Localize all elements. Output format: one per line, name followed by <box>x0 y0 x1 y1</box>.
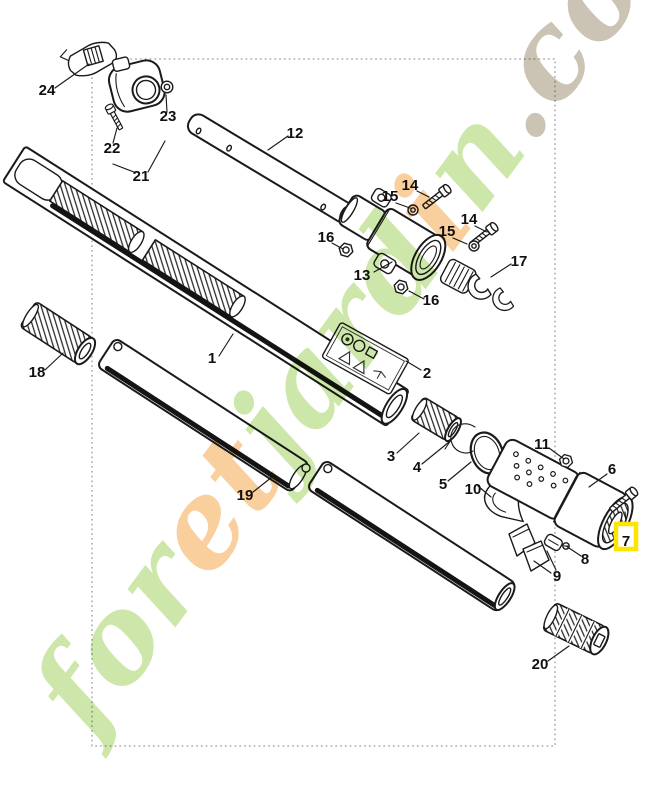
callout-6: 6 <box>608 461 616 478</box>
part-12-tube <box>186 113 355 224</box>
part-23-nut <box>160 80 174 94</box>
callout-7-highlighted[interactable]: 7 <box>622 533 630 550</box>
callout-17: 17 <box>511 253 528 270</box>
diagram-dotted-frame <box>91 58 556 747</box>
callout-15-b: 15 <box>439 223 456 240</box>
tube-joint-hook <box>301 463 311 473</box>
callout-14-a: 14 <box>402 177 419 194</box>
callout-16-a: 16 <box>318 229 335 246</box>
part-21-clamp-hub <box>107 56 166 113</box>
callout-4: 4 <box>413 459 422 476</box>
callouts: 24 22 23 21 12 14 15 14 15 16 13 16 17 1… <box>29 82 617 673</box>
callout-18: 18 <box>29 364 46 381</box>
callout-15-a: 15 <box>382 188 399 205</box>
callout-19: 19 <box>237 487 254 504</box>
watermark-text: foretjardin.com <box>0 0 652 762</box>
part-19-tube-a <box>98 339 309 492</box>
callout-2: 2 <box>423 365 431 382</box>
callout-13: 13 <box>354 267 371 284</box>
part-3-bearing <box>410 397 462 443</box>
callout-12: 12 <box>287 125 304 142</box>
part-18-plug <box>20 302 97 366</box>
callout-16-b: 16 <box>423 292 440 309</box>
callout-22: 22 <box>104 140 121 157</box>
callout-9: 9 <box>553 568 561 585</box>
callout-3: 3 <box>387 448 395 465</box>
part-9-clamp-halves <box>508 523 550 572</box>
callout-5: 5 <box>439 476 447 493</box>
part-17-clamp <box>439 258 515 312</box>
part-24-latch <box>59 41 118 77</box>
callout-20: 20 <box>532 656 549 673</box>
leader-lines <box>44 63 627 662</box>
part-19-tube-b <box>308 461 516 612</box>
callout-1: 1 <box>208 350 216 367</box>
highlight-box[interactable] <box>613 521 639 552</box>
callout-8: 8 <box>581 551 589 568</box>
part-20-plug <box>542 603 610 656</box>
callout-11: 11 <box>534 436 550 453</box>
parts-artwork <box>2 41 640 656</box>
callout-21: 21 <box>133 168 150 185</box>
part-13-coupling <box>338 187 447 281</box>
part-2-warning-sticker <box>321 322 409 395</box>
part-4-spring-clip <box>444 423 476 454</box>
highlighted-part-marker[interactable]: 7 <box>613 521 639 552</box>
callout-24: 24 <box>39 82 56 99</box>
part-8-clamp-piece <box>543 533 570 552</box>
callout-10: 10 <box>465 481 482 498</box>
callout-14-b: 14 <box>461 211 478 228</box>
part-1-drive-tube <box>2 146 409 427</box>
callout-23: 23 <box>160 108 177 125</box>
